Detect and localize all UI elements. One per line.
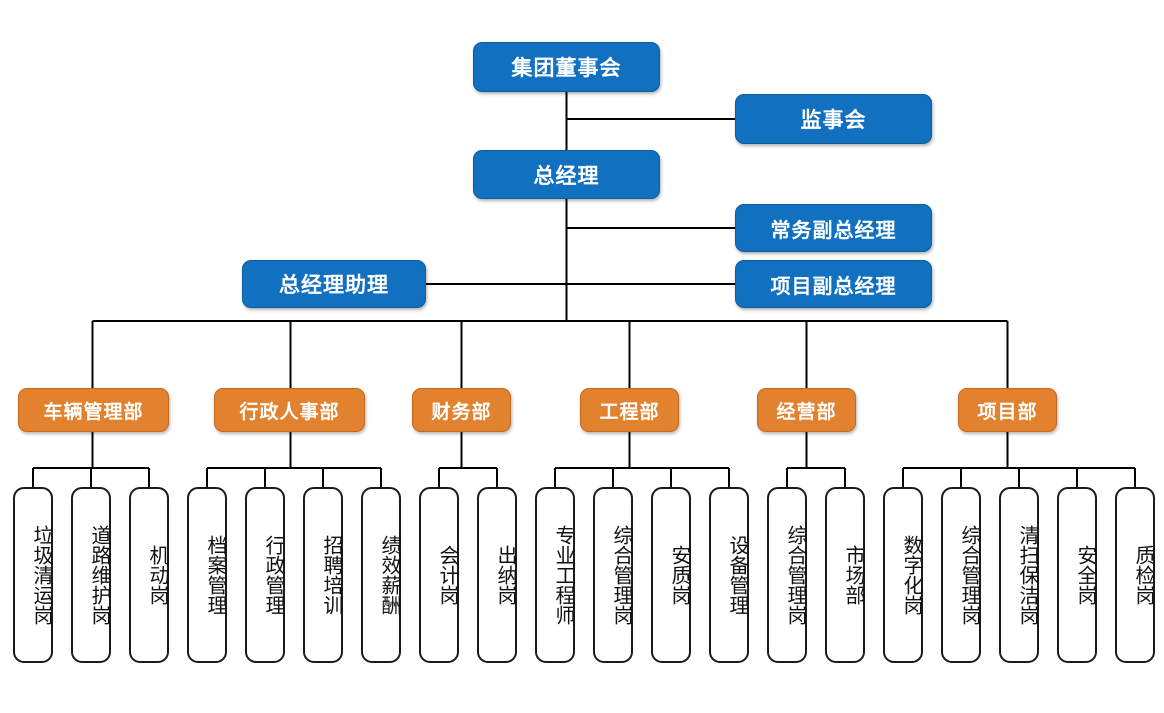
node-post-cashier[interactable]: 出纳岗: [477, 487, 517, 663]
node-department-engineering[interactable]: 工程部: [580, 388, 679, 432]
node-department-vehicle-management[interactable]: 车辆管理部: [18, 388, 169, 432]
node-department-finance[interactable]: 财务部: [412, 388, 511, 432]
node-post-road-maintenance[interactable]: 道路维护岗: [71, 487, 111, 663]
node-post-accounting[interactable]: 会计岗: [419, 487, 459, 663]
node-general-manager-assistant[interactable]: 总经理助理: [242, 260, 426, 308]
node-post-marketing-department[interactable]: 市场部: [825, 487, 865, 663]
node-post-admin-management[interactable]: 行政管理: [245, 487, 285, 663]
node-post-general-management-engineering[interactable]: 综合管理岗: [593, 487, 633, 663]
node-project-deputy-general-manager[interactable]: 项目副总经理: [735, 260, 932, 308]
node-department-project[interactable]: 项目部: [958, 388, 1057, 432]
node-executive-deputy-general-manager[interactable]: 常务副总经理: [735, 204, 932, 252]
node-post-general-management-project[interactable]: 综合管理岗: [941, 487, 981, 663]
node-post-safety-quality[interactable]: 安质岗: [651, 487, 691, 663]
node-post-quality-inspection[interactable]: 质检岗: [1115, 487, 1155, 663]
node-post-cleaning-sanitation[interactable]: 清扫保洁岗: [999, 487, 1039, 663]
node-board[interactable]: 集团董事会: [473, 42, 660, 92]
node-post-performance-compensation[interactable]: 绩效薪酬: [361, 487, 401, 663]
node-post-digitalization[interactable]: 数字化岗: [883, 487, 923, 663]
node-post-flexible-duty[interactable]: 机动岗: [129, 487, 169, 663]
node-post-garbage-removal[interactable]: 垃圾清运岗: [13, 487, 53, 663]
node-post-archive-management[interactable]: 档案管理: [187, 487, 227, 663]
node-department-admin-hr[interactable]: 行政人事部: [214, 388, 365, 432]
node-post-equipment-management[interactable]: 设备管理: [709, 487, 749, 663]
node-post-safety[interactable]: 安全岗: [1057, 487, 1097, 663]
node-department-operations[interactable]: 经营部: [757, 388, 856, 432]
node-general-manager[interactable]: 总经理: [473, 150, 660, 199]
node-post-recruitment-training[interactable]: 招聘培训: [303, 487, 343, 663]
node-post-general-management-operations[interactable]: 综合管理岗: [767, 487, 807, 663]
node-supervisory-board[interactable]: 监事会: [735, 94, 932, 144]
node-post-professional-engineer[interactable]: 专业工程师: [535, 487, 575, 663]
